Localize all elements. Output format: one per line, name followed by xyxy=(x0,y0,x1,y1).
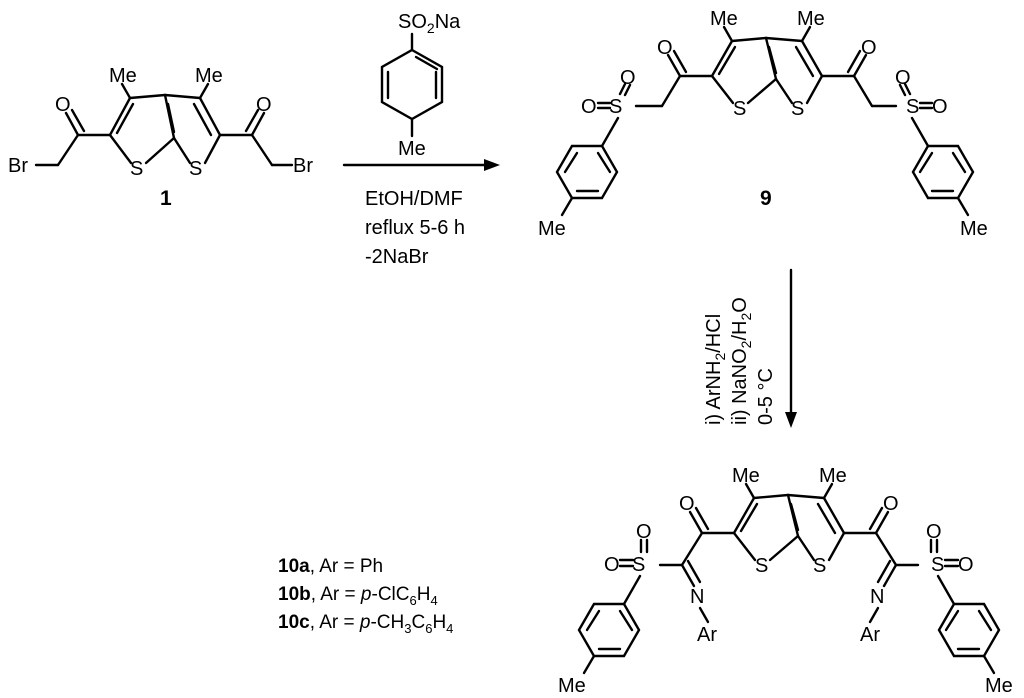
oxygen-label: O xyxy=(636,521,652,543)
sulfur-label: S xyxy=(791,98,804,120)
condition-temperature: 0-5 °C xyxy=(755,368,777,425)
substituent-legend: 10a, Ar = Ph 10b, Ar = p-ClC6H4 10c, Ar … xyxy=(278,556,453,636)
oxygen-label: O xyxy=(657,37,673,59)
sulfur-label: S xyxy=(906,96,919,118)
bromine-label: Br xyxy=(8,155,28,177)
oxygen-label: O xyxy=(883,493,899,515)
reaction-arrow-2 xyxy=(785,268,797,428)
sulfur-label: S xyxy=(609,96,622,118)
oxygen-label: O xyxy=(604,554,620,576)
methyl-label: Me xyxy=(797,8,825,30)
condition-diazotization-2: ii) NaNO2/H2O xyxy=(729,297,754,425)
condition-solvent: EtOH/DMF xyxy=(365,188,463,210)
sulfur-label: S xyxy=(189,158,202,180)
reaction-arrow-1 xyxy=(342,159,500,171)
oxygen-label: O xyxy=(256,94,272,116)
methyl-label: Me xyxy=(109,65,137,87)
compound-1: Me Me S S O O Br Br 1 xyxy=(8,65,313,210)
methyl-label: Me xyxy=(195,65,223,87)
sulfur-label: S xyxy=(813,555,826,577)
methyl-label: Me xyxy=(960,218,988,240)
aryl-label: Ar xyxy=(860,624,880,646)
sulfur-label: S xyxy=(130,158,143,180)
methyl-label: Me xyxy=(398,138,426,160)
condition-time: reflux 5-6 h xyxy=(365,217,465,239)
methyl-label: Me xyxy=(538,218,566,240)
oxygen-label: O xyxy=(932,96,948,118)
methyl-label: Me xyxy=(985,675,1013,697)
oxygen-label: O xyxy=(581,96,597,118)
sulfur-label: S xyxy=(632,554,645,576)
oxygen-label: O xyxy=(679,493,695,515)
sulfur-label: S xyxy=(755,555,768,577)
sulfur-label: S xyxy=(931,554,944,576)
legend-item-10a: 10a, Ar = Ph xyxy=(278,556,383,577)
oxygen-label: O xyxy=(861,37,877,59)
oxygen-label: O xyxy=(895,67,911,89)
condition-diazotization-1: i) ArNH2/HCl xyxy=(703,314,728,425)
condition-byproduct: -2NaBr xyxy=(365,246,429,268)
compound-number-9: 9 xyxy=(760,187,772,210)
oxygen-label: O xyxy=(958,554,974,576)
methyl-label: Me xyxy=(710,8,738,30)
compound-number-1: 1 xyxy=(160,187,172,210)
nitrogen-label: N xyxy=(690,586,704,608)
legend-item-10b: 10b, Ar = p-ClC6H4 xyxy=(278,584,438,608)
legend-item-10c: 10c, Ar = p-CH3C6H4 xyxy=(278,612,453,636)
methyl-label: Me xyxy=(558,675,586,697)
compound-10: Me Me S S O O O O S O O S N N Ar Ar Me M… xyxy=(558,465,1013,697)
condition-reagents: i) ArNH2/HCl ii) NaNO2/H2O 0-5 °C xyxy=(703,297,777,425)
oxygen-label: O xyxy=(620,67,636,89)
aryl-label: Ar xyxy=(697,624,717,646)
sulfur-label: S xyxy=(733,98,746,120)
reagent-sodium-sulfinate: SO2Na Me xyxy=(380,11,461,160)
bromine-label: Br xyxy=(293,155,313,177)
methyl-label: Me xyxy=(819,465,847,487)
oxygen-label: O xyxy=(926,521,942,543)
compound-9: Me Me S S O O O O S O O S Me Me 9 xyxy=(538,8,988,240)
methyl-label: Me xyxy=(732,465,760,487)
sulfinate-label: SO2Na xyxy=(398,11,461,36)
oxygen-label: O xyxy=(55,94,71,116)
nitrogen-label: N xyxy=(870,586,884,608)
